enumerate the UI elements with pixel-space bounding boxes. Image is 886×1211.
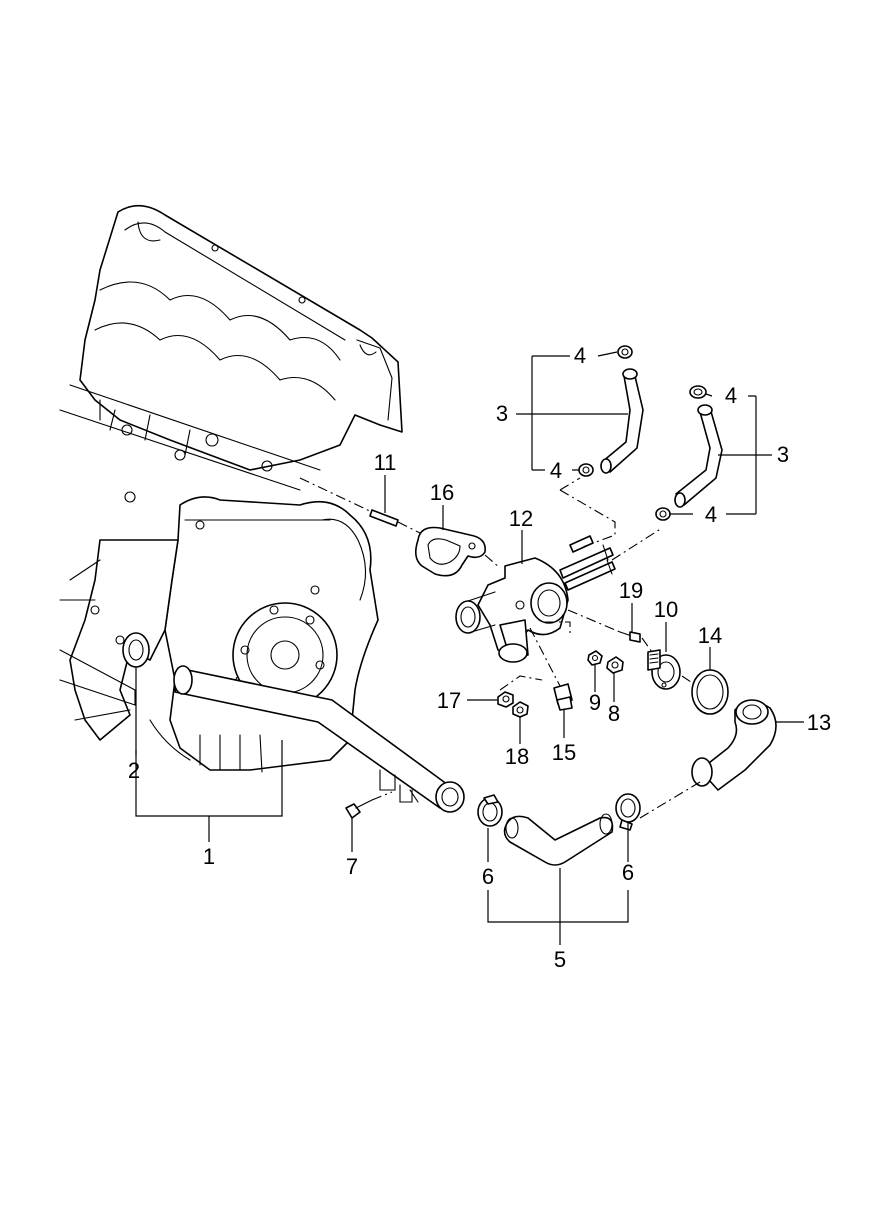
part-19-bolt [619,631,641,643]
part-11-stud [369,509,399,527]
callout-7: 7 [346,854,358,879]
part-5-hose [503,813,614,866]
callout-4-mid-left: 4 [550,458,562,483]
callout-2: 2 [128,758,140,783]
callout-9: 9 [589,690,601,715]
part-12-thermostat-housing [455,535,616,663]
part-14-gasket [691,669,729,715]
callout-4-mid-right: 4 [705,502,717,527]
callout-6-left: 6 [482,864,494,889]
part-10-thermostat [647,649,681,690]
callout-15: 15 [552,740,576,765]
part-2-seal-ring [122,632,150,668]
part-4-clamp-b [578,463,594,477]
part-16-gasket [414,526,487,577]
part-3-hose-right [674,404,723,508]
assembly-lines [299,477,701,819]
callout-19: 19 [619,578,643,603]
part-7-bolt [345,791,393,819]
part-4-clamp-d [655,507,671,521]
part-4-clamp-a [617,345,633,359]
part-6-clamp-left [477,794,503,827]
part-4-clamp-c [689,385,707,399]
callout-16: 16 [430,480,454,505]
callout-4-top-right: 4 [725,383,737,408]
part-6-clamp-right [615,793,641,831]
callout-13: 13 [807,710,831,735]
callout-3-right: 3 [777,442,789,467]
callout-5: 5 [554,947,566,972]
leader-lines [135,351,804,945]
callout-10: 10 [654,597,678,622]
part-8-nut [606,656,624,674]
callout-11: 11 [374,450,397,475]
callout-3-upper: 3 [496,401,508,426]
part-17-nut [497,691,514,708]
part-1-water-pipe [173,665,465,813]
part-3-hose-upper [600,368,644,474]
part-18-nut [512,701,529,718]
engine-block [59,204,403,773]
callout-14: 14 [698,623,722,648]
callout-12: 12 [509,506,533,531]
part-15-sensor [553,683,573,711]
part-13-outlet-elbow [691,699,777,791]
callout-17: 17 [437,688,461,713]
callout-18: 18 [505,744,529,769]
callout-6-right: 6 [622,860,634,885]
callout-1: 1 [203,844,215,869]
part-9-nut [587,650,603,666]
callout-4-top: 4 [574,343,586,368]
callout-labels: 1 2 3 3 4 4 4 4 5 6 6 7 8 9 10 11 12 13 … [128,343,831,972]
callout-8: 8 [608,701,620,726]
